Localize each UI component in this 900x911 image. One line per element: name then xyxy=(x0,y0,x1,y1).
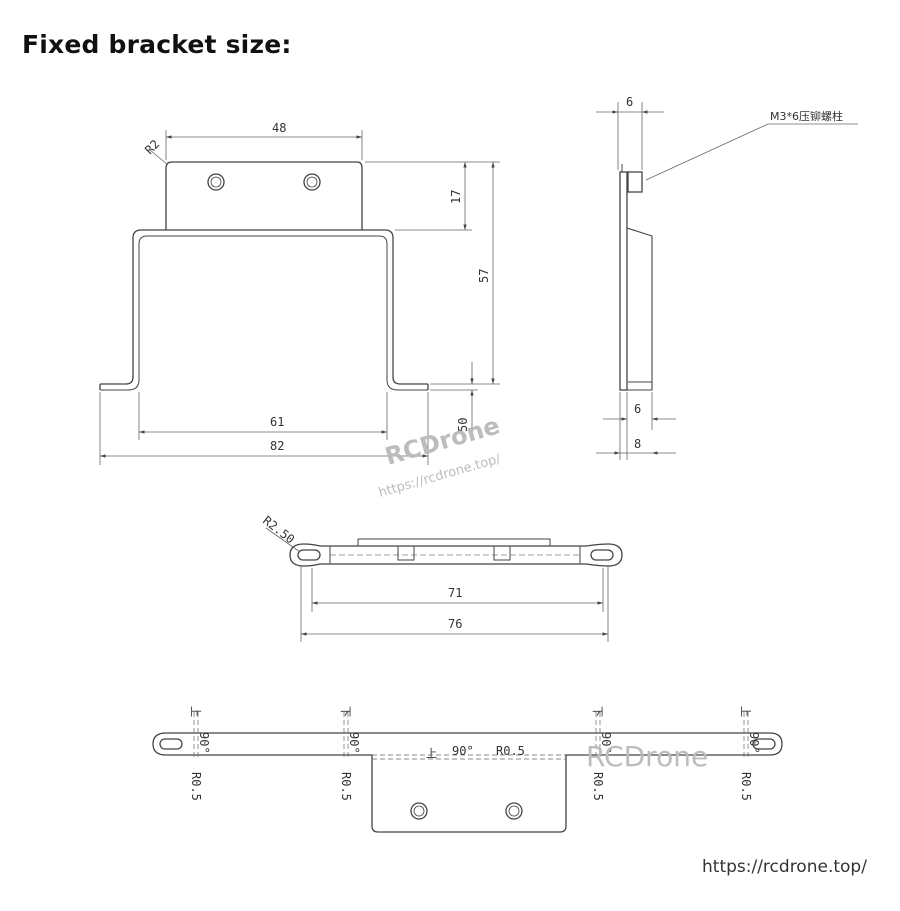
dim-50: 50 xyxy=(456,418,470,432)
bend-label-down-1: 下 xyxy=(339,706,352,717)
dim-57: 57 xyxy=(477,269,491,283)
flat-slot-left xyxy=(159,738,183,750)
side-standoff xyxy=(627,171,643,193)
dim-r2: R2 xyxy=(142,137,162,157)
front-body-outline xyxy=(100,229,428,385)
front-top-tab xyxy=(165,161,363,230)
front-view xyxy=(99,161,429,391)
bend-radius-3: R0.5 xyxy=(591,772,605,801)
side-dimensions xyxy=(596,102,858,460)
top-standoff-left xyxy=(397,545,415,561)
watermark-brand-2: RCDrone xyxy=(586,740,708,773)
bend-angle-1: 90° xyxy=(197,732,211,754)
side-flange xyxy=(626,227,653,391)
page-title: Fixed bracket size: xyxy=(22,30,292,59)
top-bar-outline xyxy=(289,543,623,567)
bend-label-down-2: 下 xyxy=(591,706,604,717)
dim-r2-50: R2.50 xyxy=(260,513,297,546)
center-bend-direction: 上 xyxy=(426,747,437,760)
front-tab-hole-left xyxy=(207,173,225,191)
top-slot-left xyxy=(297,549,321,561)
flat-hole-left xyxy=(410,802,428,820)
bend-label-up-1: 上 xyxy=(189,706,202,717)
top-dimensions xyxy=(265,527,609,642)
flat-outline xyxy=(152,732,783,833)
bend-angle-2: 90° xyxy=(347,732,361,754)
bend-angle-4: 90° xyxy=(747,732,761,754)
footer-url: https://rcdrone.top/ xyxy=(702,857,867,877)
center-bend-angle: 90° xyxy=(452,744,474,758)
side-plate xyxy=(619,171,628,391)
dim-71: 71 xyxy=(448,586,462,600)
dim-side-6-top: 6 xyxy=(626,95,633,109)
flat-pattern-view xyxy=(152,732,783,833)
front-body-inner xyxy=(100,235,428,391)
bend-label-up-2: 上 xyxy=(739,706,752,717)
bend-radius-1: R0.5 xyxy=(189,772,203,801)
top-slot-right xyxy=(590,549,614,561)
top-standoff-right xyxy=(493,545,511,561)
front-tab-hole-right xyxy=(303,173,321,191)
dim-82: 82 xyxy=(270,439,284,453)
top-view xyxy=(289,538,623,567)
callout-standoff: M3*6压铆螺柱 xyxy=(770,109,843,123)
bend-radius-2: R0.5 xyxy=(339,772,353,801)
flat-hole-right xyxy=(505,802,523,820)
front-dimensions xyxy=(99,130,500,465)
bend-angle-3: 90° xyxy=(599,732,613,754)
top-raised-plate xyxy=(357,538,551,547)
flat-bend-lines xyxy=(193,712,749,760)
dim-48: 48 xyxy=(272,121,286,135)
dim-side-6-bottom: 6 xyxy=(634,402,641,416)
dim-61: 61 xyxy=(270,415,284,429)
dim-side-8: 8 xyxy=(634,437,641,451)
center-bend-radius: R0.5 xyxy=(496,744,525,758)
flat-slot-right xyxy=(752,738,776,750)
dim-17: 17 xyxy=(449,190,463,204)
dim-76: 76 xyxy=(448,617,462,631)
bend-radius-4: R0.5 xyxy=(739,772,753,801)
side-view xyxy=(619,164,653,391)
